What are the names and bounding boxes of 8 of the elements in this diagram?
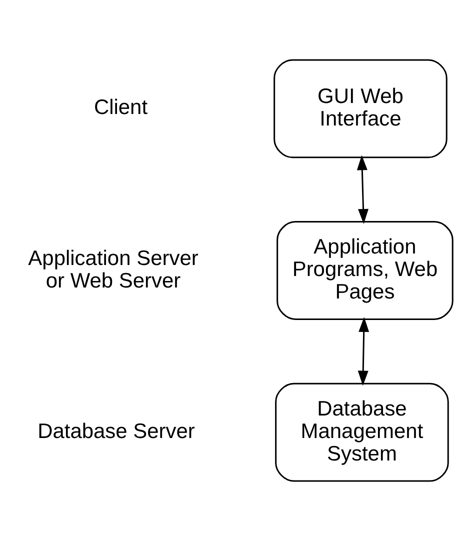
label: Database Server (38, 420, 195, 443)
label: Client (94, 96, 148, 120)
arrow (356, 155, 369, 224)
node-box: Application Programs, Web Pages (276, 221, 454, 320)
node-box: GUI Web Interface (274, 59, 448, 158)
label: Application Server or Web Server (28, 246, 198, 292)
arrow (358, 316, 370, 386)
node-box: Database Management System (275, 382, 449, 482)
